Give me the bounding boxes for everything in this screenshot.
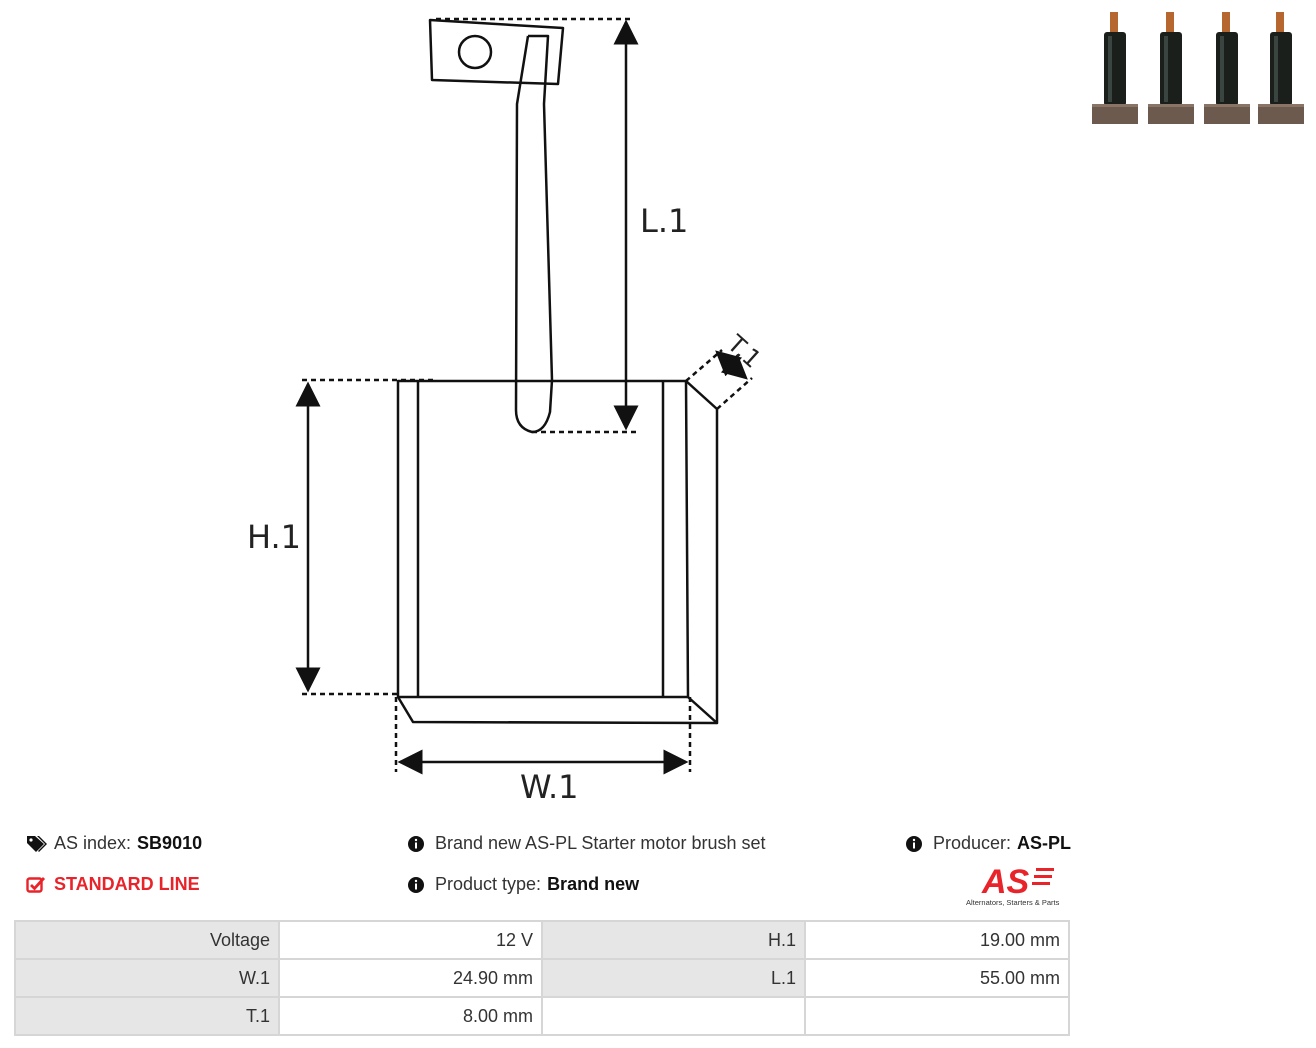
- producer: Producer: AS-PL: [905, 833, 1071, 854]
- spec-label: Voltage: [14, 920, 280, 960]
- logo-mark: AS: [981, 863, 1030, 901]
- info-circle-icon: [905, 835, 927, 853]
- info-circle-icon: [407, 835, 429, 853]
- logo-tagline: Alternators, Starters & Parts: [966, 898, 1060, 907]
- description: Brand new AS-PL Starter motor brush set: [407, 833, 766, 854]
- producer-value: AS-PL: [1017, 833, 1072, 853]
- spec-label: L.1: [541, 958, 806, 998]
- t1-dimension-line: [715, 350, 748, 380]
- spec-value: 55.00 mm: [804, 958, 1070, 998]
- as-index-value: SB9010: [137, 833, 203, 853]
- t1-label: T.1: [721, 329, 766, 374]
- brush-set-photo: [1092, 12, 1304, 124]
- spec-label: [541, 996, 806, 1036]
- product-type-label: Product type:: [435, 874, 542, 894]
- checkbox-checked-icon: [26, 876, 48, 894]
- spec-label: W.1: [14, 958, 280, 998]
- product-type: Product type: Brand new: [407, 874, 639, 895]
- as-index: AS index: SB9010: [26, 833, 202, 854]
- product-type-value: Brand new: [547, 874, 640, 894]
- producer-label: Producer:: [933, 833, 1012, 853]
- standard-line-label: STANDARD LINE: [54, 874, 200, 894]
- spec-value: [804, 996, 1070, 1036]
- spec-value: 12 V: [278, 920, 543, 960]
- as-pl-logo: AS Alternators, Starters & Parts: [966, 863, 1060, 907]
- spec-value: 19.00 mm: [804, 920, 1070, 960]
- w1-label: W.1: [520, 768, 579, 806]
- terminal-lug: [428, 18, 565, 86]
- technical-drawing: L.1 H.1 W.1 T.1: [247, 17, 767, 806]
- tags-icon: [26, 835, 48, 853]
- l1-label: L.1: [640, 202, 688, 240]
- spec-label: H.1: [541, 920, 806, 960]
- spec-label: T.1: [14, 996, 280, 1036]
- spec-value: 8.00 mm: [278, 996, 543, 1036]
- info-circle-icon: [407, 876, 429, 894]
- shunt-wire: [514, 34, 554, 434]
- description-text: Brand new AS-PL Starter motor brush set: [435, 833, 766, 853]
- h1-label: H.1: [247, 518, 301, 556]
- standard-line: STANDARD LINE: [26, 874, 200, 895]
- terminal-hole: [457, 34, 493, 70]
- as-index-label: AS index:: [54, 833, 132, 853]
- table-row: W.1 24.90 mm L.1 55.00 mm: [14, 958, 1070, 998]
- spec-value: 24.90 mm: [278, 958, 543, 998]
- table-row: T.1 8.00 mm: [14, 996, 1070, 1036]
- spec-table: Voltage 12 V H.1 19.00 mm W.1 24.90 mm L…: [14, 920, 1070, 1036]
- table-row: Voltage 12 V H.1 19.00 mm: [14, 920, 1070, 960]
